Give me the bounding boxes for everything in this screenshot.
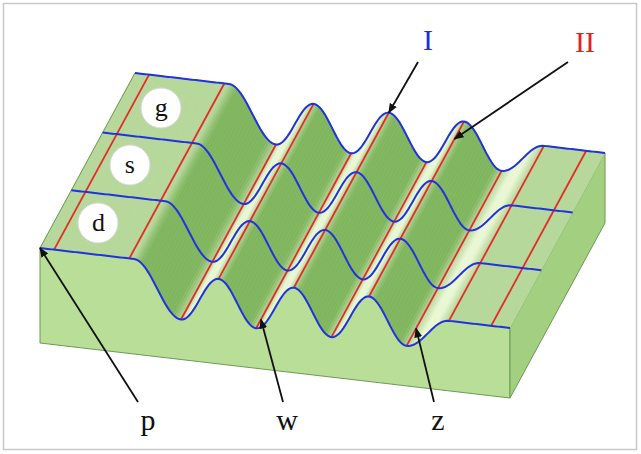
red-line	[407, 171, 502, 346]
red-line	[294, 113, 389, 288]
blue-line	[40, 248, 510, 346]
circle-node: d	[77, 202, 119, 244]
part-label: w	[276, 405, 298, 435]
blue-line	[103, 133, 573, 231]
red-line	[219, 104, 314, 279]
back-edge	[135, 73, 605, 171]
node-letter: g	[140, 87, 182, 123]
circle-node: s	[109, 144, 151, 186]
node-letter: d	[77, 202, 119, 238]
blue-line	[71, 190, 541, 288]
surface-strip	[506, 153, 603, 328]
leader-arrow	[416, 328, 434, 402]
line-label: II	[575, 27, 595, 57]
surface-strip	[500, 152, 597, 327]
surface-strip	[496, 151, 593, 326]
part-label: p	[141, 405, 156, 435]
surface-strip	[490, 151, 587, 326]
frame	[4, 4, 637, 450]
circle-shape	[78, 203, 118, 243]
surface-strip	[494, 151, 591, 326]
surface-strip	[508, 153, 605, 328]
red-line	[449, 146, 544, 321]
surface-strip	[488, 150, 585, 325]
surface-strip	[492, 151, 589, 326]
leader-arrow	[455, 62, 569, 139]
leader-arrow	[40, 248, 138, 402]
red-line	[491, 151, 586, 326]
line-label: I	[423, 25, 433, 55]
leader-arrow	[389, 62, 418, 113]
node-letter: s	[109, 144, 151, 180]
surface-strip	[483, 150, 580, 325]
blue-line	[135, 73, 605, 171]
circle-node: g	[140, 87, 182, 129]
part-label: z	[431, 405, 444, 435]
surface-strip	[487, 150, 584, 325]
circle-shape	[110, 145, 150, 185]
circle-shape	[141, 88, 181, 128]
red-line	[369, 122, 464, 297]
leader-arrow	[261, 320, 283, 402]
surface-strip	[498, 152, 595, 327]
surface-strip	[502, 152, 599, 327]
surface-strip	[504, 152, 601, 327]
